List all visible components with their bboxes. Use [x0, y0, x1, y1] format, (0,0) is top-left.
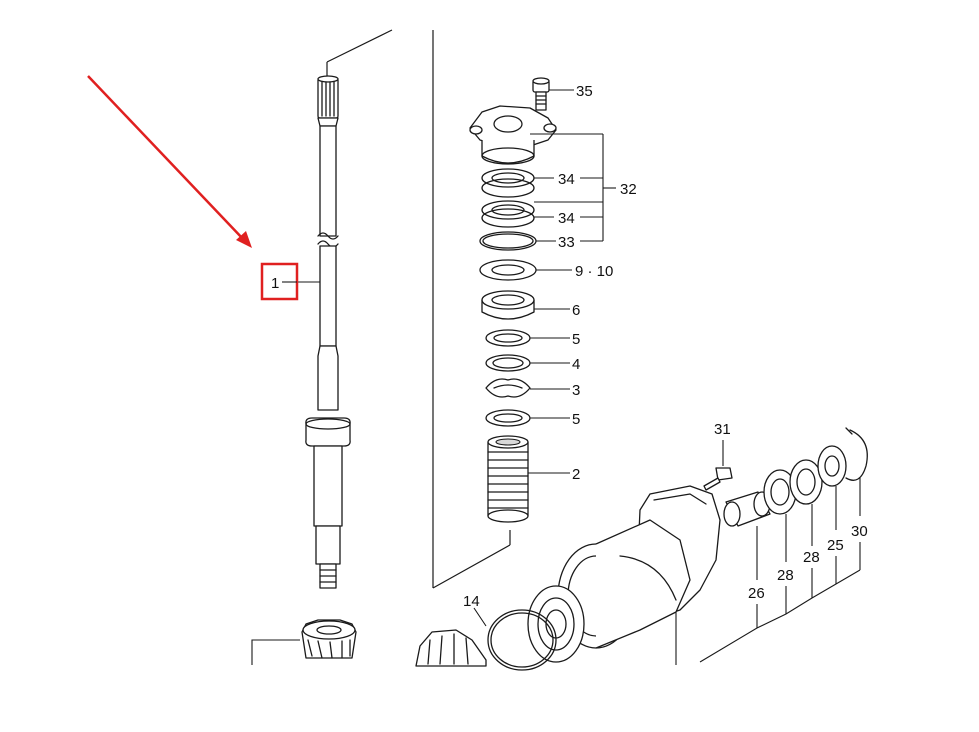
needle-bearing-26[interactable]: 26 [723, 491, 771, 628]
label-part-3: 3 [572, 382, 580, 399]
label-part-5-lower: 5 [572, 411, 580, 428]
bearing-front[interactable] [527, 585, 585, 663]
label-part-34-lower: 34 [558, 210, 575, 227]
bearing-28-b[interactable]: 28 [789, 459, 823, 598]
label-part-28-a: 28 [777, 567, 794, 584]
label-part-32: 32 [620, 181, 637, 198]
bearing-6[interactable]: 6 [481, 290, 580, 320]
ring-4[interactable]: 4 [485, 354, 580, 373]
gearcase-housing[interactable] [557, 485, 721, 665]
label-part-35: 35 [576, 83, 593, 100]
label-part-30: 30 [851, 523, 868, 540]
bearing-28-a[interactable]: 28 [763, 469, 797, 614]
o-ring-14[interactable]: 14 [463, 593, 557, 671]
label-part-31: 31 [714, 421, 731, 438]
label-part-6: 6 [572, 302, 580, 319]
label-part-34-upper: 34 [558, 171, 575, 188]
label-part-1: 1 [271, 275, 279, 292]
annotation-arrow [87, 75, 252, 248]
label-part-14: 14 [463, 593, 480, 610]
washer-5-upper[interactable]: 5 [485, 329, 580, 348]
label-part-26: 26 [748, 585, 765, 602]
oil-seal-34-upper[interactable] [481, 168, 535, 198]
label-part-33: 33 [558, 234, 575, 251]
circlip-30[interactable]: 30 [845, 427, 868, 570]
group-bracket-32: 34 34 33 32 [530, 133, 637, 251]
forward-gear[interactable] [415, 629, 487, 667]
label-part-5-upper: 5 [572, 331, 580, 348]
bolt-35[interactable]: 35 [532, 77, 593, 111]
oil-seal-34-lower[interactable] [481, 200, 535, 228]
retainer-25[interactable]: 25 [817, 445, 847, 584]
bolt-31[interactable]: 31 [703, 421, 733, 491]
washer-5-lower[interactable]: 5 [485, 409, 580, 428]
label-part-9-10: 9 · 10 [575, 263, 613, 280]
bearing-housing-32[interactable] [469, 105, 557, 165]
assembly-leader [699, 569, 861, 663]
sleeve-2[interactable]: 2 [487, 435, 580, 523]
label-part-25: 25 [827, 537, 844, 554]
drive-shaft[interactable] [298, 75, 351, 589]
label-part-2: 2 [572, 466, 580, 483]
shim-9-10[interactable]: 9 · 10 [479, 259, 613, 281]
clip-3[interactable]: 3 [485, 378, 580, 399]
assembly-frame [326, 29, 511, 589]
label-part-28-b: 28 [803, 549, 820, 566]
label-part-4: 4 [572, 356, 580, 373]
part-1-callout[interactable]: 1 [260, 262, 299, 301]
pinion-gear[interactable] [251, 619, 357, 665]
o-ring-33[interactable] [479, 231, 537, 251]
